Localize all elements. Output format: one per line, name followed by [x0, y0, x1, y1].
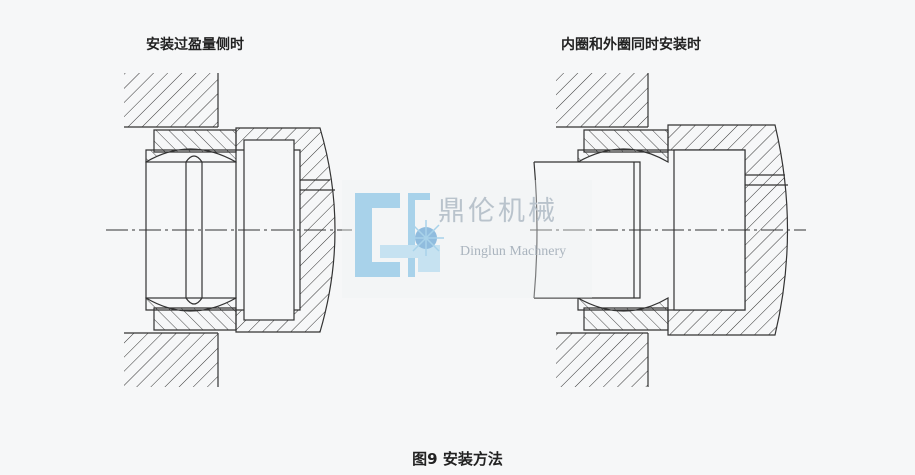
left-diagram-title: 安装过盈量侧时 — [146, 37, 244, 53]
watermark-english: Dinglun Machnery — [460, 244, 566, 259]
watermark-logo — [342, 180, 592, 298]
left-assembly-drawing — [124, 73, 336, 387]
figure-caption: 图9 安装方法 — [412, 450, 503, 468]
watermark-chinese: 鼎伦机械 — [438, 196, 558, 227]
right-diagram-title: 内圈和外圈同时安装时 — [561, 37, 701, 53]
